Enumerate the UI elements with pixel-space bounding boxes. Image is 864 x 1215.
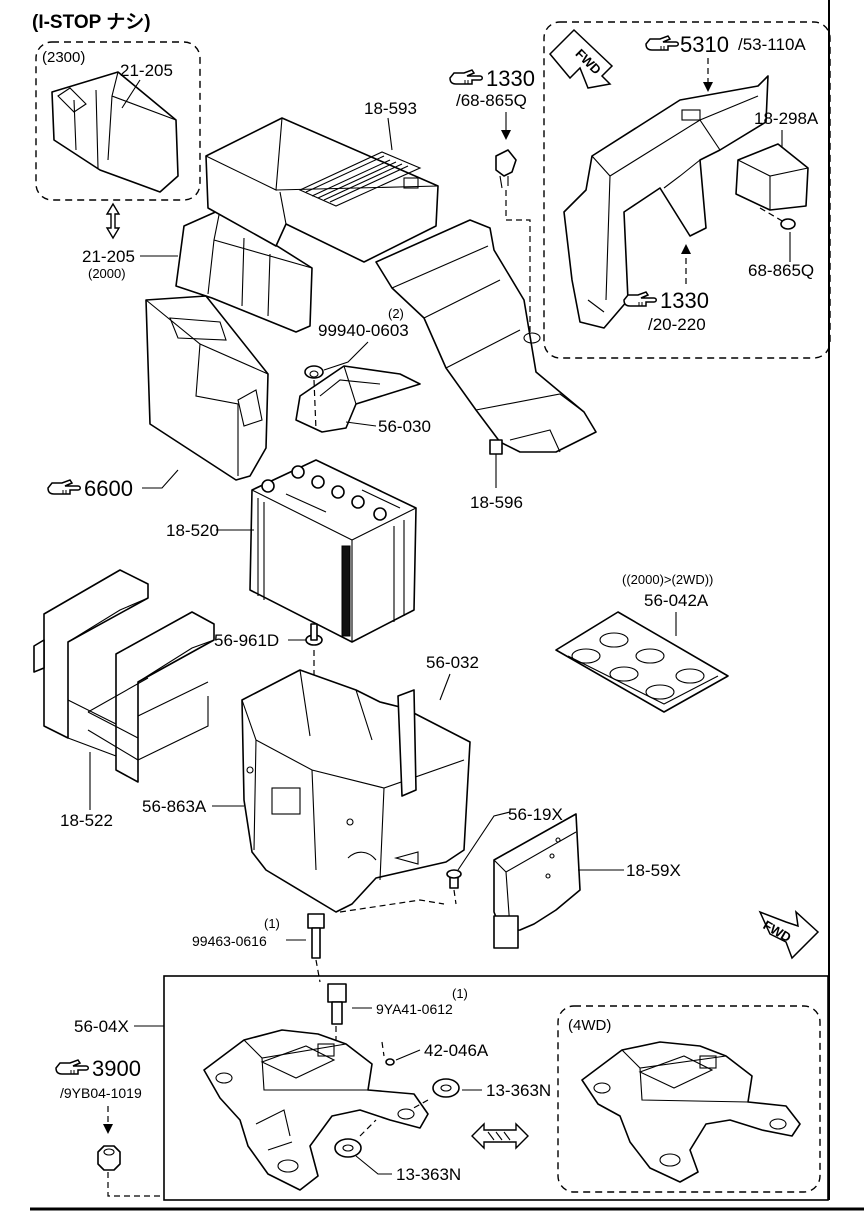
- variant-2000-2wd-label: ((2000)>(2WD)): [622, 572, 713, 587]
- label-99463-0616-qty: (1): [264, 916, 280, 931]
- duct-clip: [489, 439, 503, 455]
- label-18-522: 18-522: [60, 811, 113, 830]
- bolt-9ya41-0612: [327, 983, 347, 1025]
- label-99463-0616: 99463-0616: [192, 933, 267, 949]
- ref-1330-mid-sub: /20-220: [648, 315, 706, 334]
- label-56-042a: 56-042A: [644, 591, 709, 610]
- grommet-13-363n-a: [432, 1078, 460, 1098]
- bracket-assembly-56-04x: [203, 1029, 429, 1191]
- ref-6600-num: 6600: [84, 476, 133, 501]
- label-21-205-b-note: (2000): [88, 266, 126, 281]
- fwd-arrow-icon-bottom: FWD: [758, 910, 820, 960]
- label-13-363n-a: 13-363N: [486, 1081, 551, 1100]
- label-18-596: 18-596: [470, 493, 523, 512]
- reference-hand-icon-1330-top: [449, 69, 483, 85]
- clip-68-865q-top: [495, 149, 517, 189]
- bracket-56-030: [295, 365, 421, 433]
- battery-18-520: [249, 459, 417, 643]
- fwd-arrow-icon-top: FWD: [548, 28, 614, 89]
- bolt-99463-0616: [307, 913, 325, 959]
- tray-insulator-56-042a: [555, 611, 729, 713]
- bracket-18-59x: [493, 813, 581, 949]
- control-unit-6600: [145, 295, 269, 481]
- label-13-363n-b: 13-363N: [396, 1165, 461, 1184]
- bracket-assembly-4wd: [581, 1041, 801, 1183]
- label-18-59x: 18-59X: [626, 861, 681, 880]
- bracket-variant-box: [543, 21, 831, 359]
- nut-3900: [97, 1145, 121, 1171]
- cover-21-205-2300: [51, 71, 179, 193]
- clip-68-865q-right: [780, 218, 796, 230]
- battery-frame-18-522: [33, 569, 215, 783]
- reference-hand-icon-1330-mid: [623, 291, 657, 307]
- ref-3900-num: 3900: [92, 1056, 141, 1081]
- bolt-56-961d: [305, 623, 323, 646]
- label-56-030: 56-030: [378, 417, 431, 436]
- label-18-593: 18-593: [364, 99, 417, 118]
- diagram-title: (I-STOP ナシ): [32, 12, 151, 33]
- reference-hand-icon-6600: [47, 479, 81, 495]
- label-99940-0603: 99940-0603: [318, 321, 409, 340]
- ref-5310-sub: /53-110A: [738, 35, 806, 54]
- insulator-18-298a: [735, 143, 809, 211]
- grommet-13-363n-b: [334, 1138, 362, 1158]
- label-56-04x: 56-04X: [74, 1017, 129, 1036]
- ref-3900-sub: /9YB04-1019: [60, 1085, 142, 1101]
- label-99940-0603-qty: (2): [388, 306, 404, 321]
- bolt-56-19x: [446, 869, 462, 889]
- label-56-032: 56-032: [426, 653, 479, 672]
- clip-42-046a: [385, 1058, 395, 1066]
- variant-2300-box: [35, 41, 201, 201]
- ref-1330-mid-num: 1330: [660, 288, 709, 313]
- variant-4wd-box: [557, 1005, 821, 1193]
- variant-swap-icon: [105, 202, 121, 240]
- tray-post-56-032: [397, 689, 417, 797]
- reference-hand-icon-5310: [645, 35, 679, 51]
- ref-1330-top-num: 1330: [486, 66, 535, 91]
- label-56-961d: 56-961D: [214, 631, 279, 650]
- label-9ya41-0612: 9YA41-0612: [376, 1001, 453, 1017]
- battery-tray-56-863a: [241, 669, 471, 913]
- ref-5310-num: 5310: [680, 32, 729, 57]
- label-56-19x: 56-19X: [508, 805, 563, 824]
- label-9ya41-0612-qty: (1): [452, 986, 468, 1001]
- air-cleaner-18-593: [205, 117, 439, 263]
- reference-hand-icon-3900: [55, 1059, 89, 1075]
- label-42-046a: 42-046A: [424, 1041, 489, 1060]
- label-18-298a: 18-298A: [754, 109, 819, 128]
- label-18-520: 18-520: [166, 521, 219, 540]
- label-56-863a: 56-863A: [142, 797, 207, 816]
- bracket-assembly-box: [163, 975, 829, 1201]
- label-21-205-a: 21-205: [120, 61, 173, 80]
- variant-4wd-label: (4WD): [568, 1017, 611, 1034]
- variant-2300-label: (2300): [42, 49, 85, 66]
- intake-duct-18-596: [375, 219, 597, 453]
- ref-1330-top-sub: /68-865Q: [456, 91, 527, 110]
- double-arrow-icon: [471, 1122, 529, 1150]
- bracket-5310: [563, 75, 769, 329]
- label-68-865q: 68-865Q: [748, 261, 814, 280]
- nut-99940-0603: [304, 365, 324, 379]
- label-21-205-b: 21-205: [82, 247, 135, 266]
